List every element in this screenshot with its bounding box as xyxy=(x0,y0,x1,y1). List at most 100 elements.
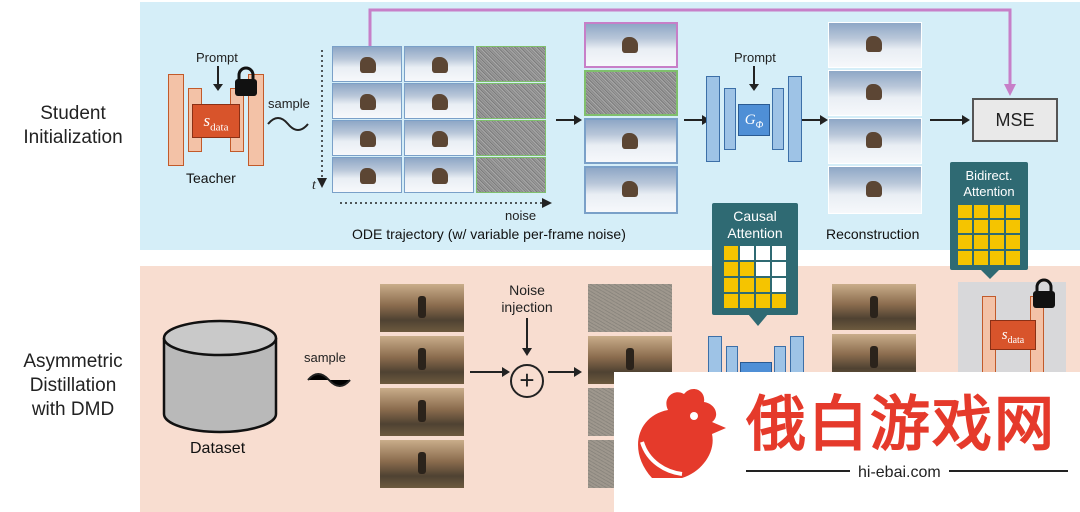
row-label-asymmetric-distillation: Asymmetric Distillation with DMD xyxy=(8,350,138,422)
video-frame xyxy=(380,284,464,332)
dataset-sample-label: sample xyxy=(304,350,346,365)
row-label-line: Distillation xyxy=(29,375,117,396)
student-encoder-bar xyxy=(724,88,736,150)
ode-trajectory-grid xyxy=(330,46,550,194)
mse-loss-box: MSE xyxy=(972,98,1058,142)
sample-wave-icon xyxy=(307,373,351,387)
causal-attention-callout: Causal Attention xyxy=(712,203,798,315)
bidirect-attention-label: Attention xyxy=(963,184,1015,199)
student-decoder-bar xyxy=(772,88,784,150)
lock-icon xyxy=(1033,278,1055,308)
student-generator-top: Prompt GΦ xyxy=(706,48,802,168)
teacher-encoder-bar xyxy=(168,74,184,166)
teacher-score-block: sdata xyxy=(990,320,1036,350)
score-symbol: s xyxy=(203,111,211,130)
noisy-frame xyxy=(584,166,678,214)
trajectory-frame xyxy=(404,83,474,119)
noisy-frame xyxy=(584,70,678,116)
row-label-line: Asymmetric xyxy=(23,351,123,372)
student-decoder-bar xyxy=(788,76,802,162)
noisy-frame xyxy=(584,118,678,164)
variable-noise-column xyxy=(584,22,680,218)
trajectory-frame xyxy=(332,120,402,156)
score-subscript: data xyxy=(210,121,229,134)
dataset-video-column xyxy=(380,284,466,502)
causal-attention-label: Causal xyxy=(733,208,777,224)
noisy-video-frame xyxy=(588,284,672,332)
mse-label: MSE xyxy=(995,110,1035,130)
reconstructed-frame xyxy=(828,118,922,164)
noise-add-operator: + xyxy=(510,364,544,398)
generated-video-frame xyxy=(832,284,916,330)
teacher-decoder-bar xyxy=(248,74,264,166)
generator-subscript: Φ xyxy=(755,120,764,131)
dataset-cylinder-icon xyxy=(162,319,278,434)
row-label-line: with DMD xyxy=(31,399,115,420)
student-prompt-label: Prompt xyxy=(734,50,776,65)
watermark-url: hi-ebai.com xyxy=(850,464,949,482)
trajectory-frame-noise xyxy=(476,157,546,193)
bidirect-attention-callout: Bidirect. Attention xyxy=(950,162,1028,270)
reconstruction-column xyxy=(828,22,924,218)
teacher-prompt-label: Prompt xyxy=(196,50,238,65)
teacher-network-bottom: sdata xyxy=(958,278,1066,382)
noise-injection-label: Noise injection xyxy=(498,282,556,316)
generator-block: GΦ xyxy=(738,104,770,136)
lock-icon xyxy=(235,66,257,96)
arrow-icon xyxy=(548,367,582,377)
reconstructed-frame xyxy=(828,70,922,116)
trajectory-frame xyxy=(332,46,402,82)
score-subscript: data xyxy=(1007,335,1025,346)
arrow-down-icon xyxy=(522,318,532,356)
time-axis-label: t xyxy=(312,178,316,193)
rooster-logo-icon xyxy=(638,388,726,478)
ode-trajectory-caption: ODE trajectory (w/ variable per-frame no… xyxy=(352,226,626,242)
dataset-label: Dataset xyxy=(190,440,246,457)
noisy-frame xyxy=(584,22,678,68)
causal-attention-label: Attention xyxy=(727,225,783,241)
video-frame xyxy=(380,336,464,384)
trajectory-frame xyxy=(332,157,402,193)
video-frame xyxy=(380,388,464,436)
callout-pointer xyxy=(748,314,768,326)
sample-wave-icon xyxy=(267,117,309,131)
causal-attention-mask xyxy=(723,245,788,309)
arrow-icon xyxy=(930,115,970,125)
row-label-line: Initialization xyxy=(23,127,123,148)
noise-injection-line: Noise xyxy=(509,282,545,298)
teacher-label: Teacher xyxy=(186,170,236,186)
row-label-line: Student xyxy=(40,103,106,124)
prompt-arrow-icon xyxy=(749,66,759,91)
watermark-brand: 俄白游戏网 xyxy=(746,391,1056,458)
noise-axis-arrow xyxy=(340,198,552,208)
teacher-sample-label: sample xyxy=(268,96,310,111)
generator-symbol: G xyxy=(744,112,756,128)
bidirect-attention-label: Bidirect. xyxy=(965,168,1013,183)
arrow-icon xyxy=(556,115,582,125)
prompt-arrow-icon xyxy=(213,66,223,91)
trajectory-frame xyxy=(404,157,474,193)
connector-to-mse xyxy=(368,8,1016,96)
noise-axis-label: noise xyxy=(505,208,537,223)
plus-icon: + xyxy=(519,365,535,395)
student-encoder-bar xyxy=(706,76,720,162)
bidirect-attention-mask xyxy=(957,204,1021,266)
watermark-overlay: 俄白游戏网 hi-ebai.com xyxy=(614,372,1080,512)
reconstruction-caption: Reconstruction xyxy=(826,226,920,242)
arrow-icon xyxy=(802,115,828,125)
row-label-student-initialization: Student Initialization xyxy=(8,102,138,150)
trajectory-frame-noise xyxy=(476,83,546,119)
arrow-icon xyxy=(470,367,510,377)
noise-injection-line: injection xyxy=(501,299,553,315)
time-axis-arrow xyxy=(317,50,327,188)
teacher-score-block: sdata xyxy=(192,104,240,138)
callout-pointer xyxy=(980,269,1000,279)
trajectory-frame xyxy=(404,120,474,156)
teacher-network: Prompt sdata xyxy=(168,48,268,168)
score-symbol: s xyxy=(1001,327,1008,343)
video-frame xyxy=(380,440,464,488)
trajectory-frame-noise xyxy=(476,120,546,156)
trajectory-frame xyxy=(332,83,402,119)
reconstructed-frame xyxy=(828,166,922,214)
trajectory-frame-noise xyxy=(476,46,546,82)
